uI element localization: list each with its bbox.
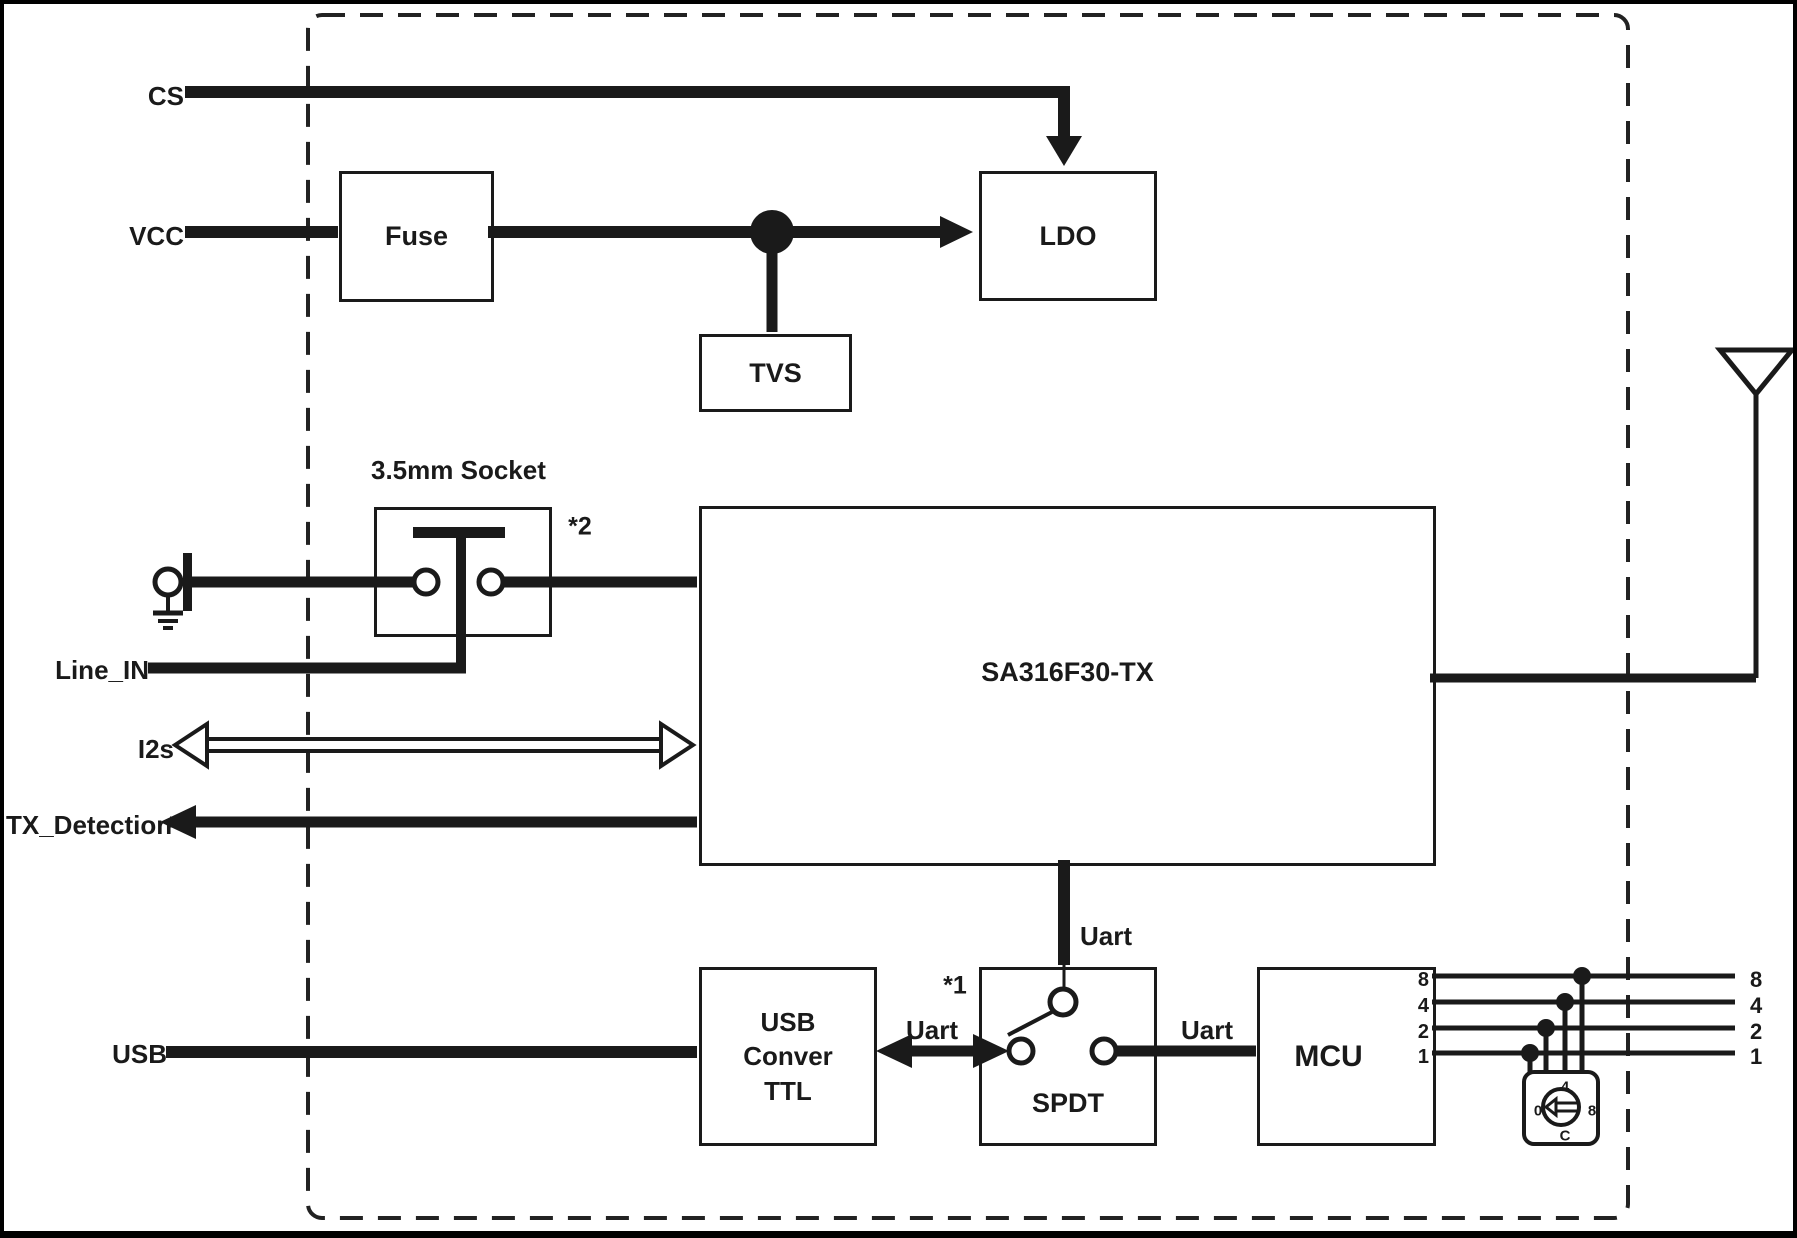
usb-converter-block: USB Conver TTL [699,967,877,1146]
mcu-pin-4: 4 [1417,995,1429,1017]
i2s-arrowhead-left-icon [171,720,209,770]
uart-left-arrowhead-east-icon [973,1034,1009,1068]
rotary-label-right: 8 [1587,1102,1597,1120]
mcu-label: MCU [1294,1039,1363,1073]
mcu-pin-1: 1 [1417,1046,1429,1068]
cs-label: CS [147,81,184,111]
module-boundary-dashed [306,13,1630,1220]
vcc-arrowhead-icon [940,216,973,248]
spdt-label: SPDT [1031,1088,1104,1118]
socket-contact-left [411,567,441,597]
cs-wire [185,86,1070,138]
sa-chip-label: SA316F30-TX [981,656,1154,687]
rotary-label-top: 4 [1560,1078,1570,1096]
jack-connector-icon [152,566,184,598]
antenna-icon [1714,347,1793,398]
socket-title: 3.5mm Socket [371,455,546,485]
i2s-label: I2s [137,734,174,764]
socket-note: *2 [568,512,592,541]
mcu-pin-8: 8 [1417,969,1429,991]
fuse-label: Fuse [384,221,449,251]
vcc-junction-dot [750,210,794,254]
bus-label-2: 2 [1750,1019,1763,1044]
bus-label-8: 8 [1750,967,1763,992]
socket-plug-bar [413,527,505,538]
spdt-lever [1007,1010,1053,1037]
tvs-block: TVS [699,334,852,412]
tx-detection-arrowhead-icon [160,805,196,839]
usb-converter-label-line1: USB [760,1006,816,1037]
rotary-arrow-head-icon [1543,1095,1558,1119]
mcu-block: MCU [1257,967,1436,1146]
socket-contact-right [476,567,506,597]
tvs-label: TVS [749,357,802,388]
cs-arrowhead-icon [1046,136,1082,166]
bus-label-1: 1 [1750,1044,1763,1069]
tx-detection-label: TX_Detection [6,810,173,840]
jack-connector-bar [183,553,192,611]
spdt-note: *1 [943,971,967,1000]
spdt-common-contact [1047,986,1079,1018]
spdt-throw-right-contact [1089,1036,1119,1066]
rotary-label-bottom: C [1559,1127,1571,1145]
bus-label-4: 4 [1750,993,1763,1018]
socket-block [374,507,552,637]
rotary-label-left: 0 [1533,1102,1543,1120]
line-in-label: Line_IN [55,655,149,685]
uart-top-label: Uart [1080,921,1133,951]
spdt-block: SPDT [979,967,1157,1146]
uart-left-arrowhead-west-icon [876,1034,912,1068]
uart-left-label: Uart [905,1015,958,1045]
usb-label: USB [112,1039,167,1069]
usb-converter-label-line3: TTL [764,1075,812,1106]
i2s-arrowhead-right-icon [659,720,697,770]
ldo-label: LDO [1039,220,1097,251]
vcc-label: VCC [129,221,184,251]
sa-chip-block: SA316F30-TX [699,506,1436,866]
uart-right-label: Uart [1180,1015,1233,1045]
ldo-block: LDO [979,171,1157,301]
fuse-block: Fuse [339,171,494,302]
mcu-pin-2: 2 [1417,1021,1429,1043]
rotary-switch-dial [1541,1087,1581,1127]
usb-converter-label-line2: Conver [743,1041,833,1072]
